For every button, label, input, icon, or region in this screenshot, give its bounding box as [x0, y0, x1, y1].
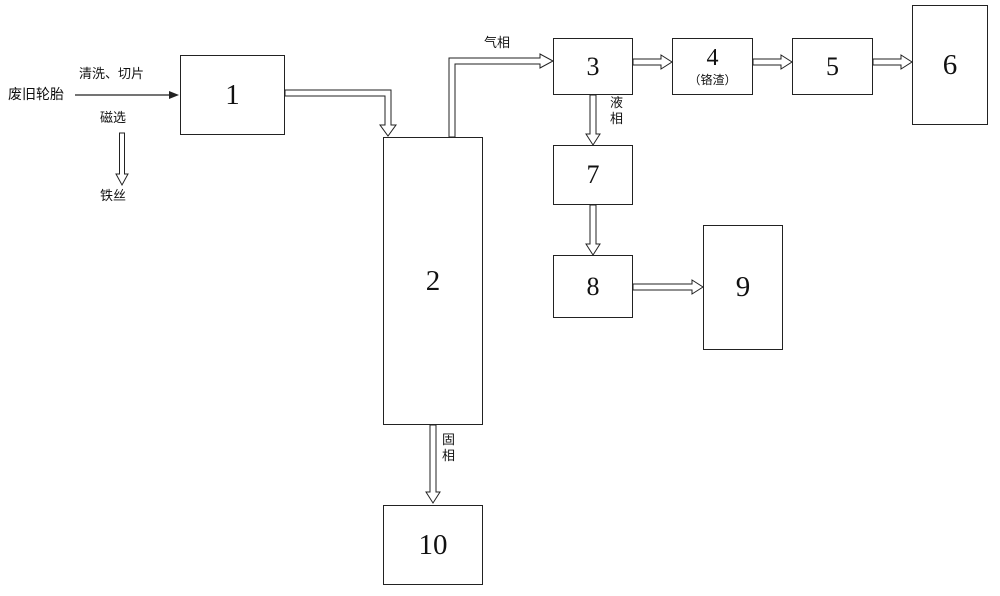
box-7-number: 7: [586, 160, 600, 190]
arrow-4-to-5: [752, 54, 793, 70]
arrow-3-to-7: [585, 94, 601, 146]
process-box-8: 8: [553, 255, 633, 318]
arrow-7-to-8: [585, 204, 601, 256]
iron-wire-label: 铁丝: [100, 189, 127, 204]
box-2-number: 2: [425, 264, 441, 297]
liquid-phase-label: 液相: [610, 96, 624, 127]
input-material-label: 废旧轮胎: [8, 87, 64, 103]
wash-slice-label: 清洗、切片: [79, 67, 145, 82]
arrow-8-to-9: [632, 279, 704, 295]
process-box-10: 10: [383, 505, 483, 585]
process-box-5: 5: [792, 38, 873, 95]
pipe-2-to-3: [448, 53, 555, 138]
process-box-9: 9: [703, 225, 783, 350]
gas-phase-label: 气相: [484, 36, 511, 51]
box-4-note: （铬渣）: [688, 72, 737, 87]
box-1-number: 1: [225, 78, 240, 111]
arrow-2-to-10: [425, 424, 441, 504]
box-3-number: 3: [586, 51, 600, 81]
box-9-number: 9: [735, 271, 751, 304]
process-box-6: 6: [912, 5, 988, 125]
box-4-number: 4: [706, 45, 719, 72]
pipe-1-to-2: [284, 89, 397, 137]
process-box-2: 2: [383, 137, 483, 425]
arrowhead-input-to-1: [169, 91, 179, 99]
arrow-3-to-4: [632, 54, 673, 70]
solid-phase-label: 固相: [442, 433, 456, 464]
process-box-3: 3: [553, 38, 633, 95]
box-10-number: 10: [418, 528, 448, 561]
box-8-number: 8: [586, 271, 600, 301]
box-5-number: 5: [826, 51, 839, 81]
arrow-magnetic-to-wire: [115, 132, 129, 187]
process-box-7: 7: [553, 145, 633, 205]
magnetic-separation-label: 磁选: [100, 111, 127, 126]
box-6-number: 6: [942, 48, 958, 81]
arrow-5-to-6: [872, 54, 913, 70]
process-box-1: 1: [180, 55, 285, 135]
process-box-4: 4 （铬渣）: [672, 38, 753, 95]
